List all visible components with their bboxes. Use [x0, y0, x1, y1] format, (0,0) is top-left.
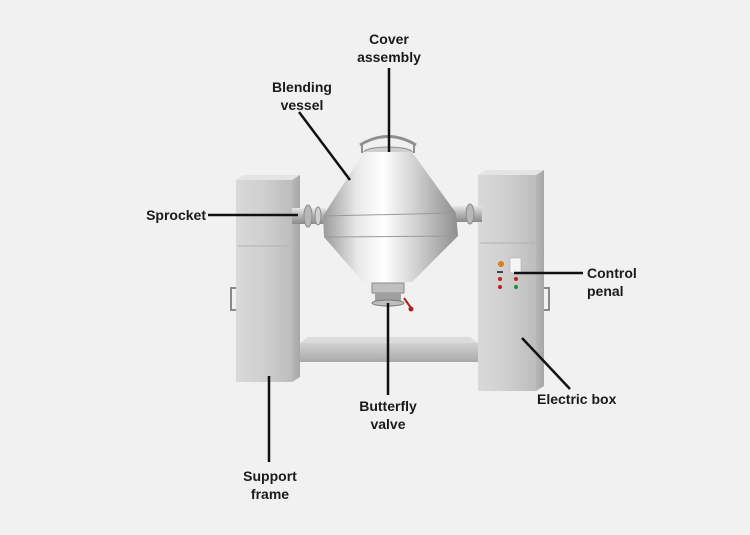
left-support-pillar [230, 175, 300, 382]
label-control-panel: Control penal [587, 265, 637, 299]
label-electric-box: Electric box [537, 391, 617, 407]
left-shaft-sprocket [292, 204, 326, 228]
label-blending-vessel: Blending vessel [272, 79, 332, 113]
leader-lines [208, 68, 583, 462]
label-cover-assembly: Cover assembly [357, 31, 421, 65]
blending-vessel [322, 152, 459, 283]
label-sprocket: Sprocket [146, 207, 206, 223]
leader-electric-box [521, 337, 571, 390]
butterfly-valve [371, 282, 414, 312]
right-shaft [452, 203, 482, 225]
label-butterfly-valve: Butterfly valve [359, 398, 417, 432]
leader-blending-vessel [298, 111, 351, 181]
right-support-pillar [478, 170, 550, 391]
label-support-frame: Support frame [243, 468, 297, 502]
